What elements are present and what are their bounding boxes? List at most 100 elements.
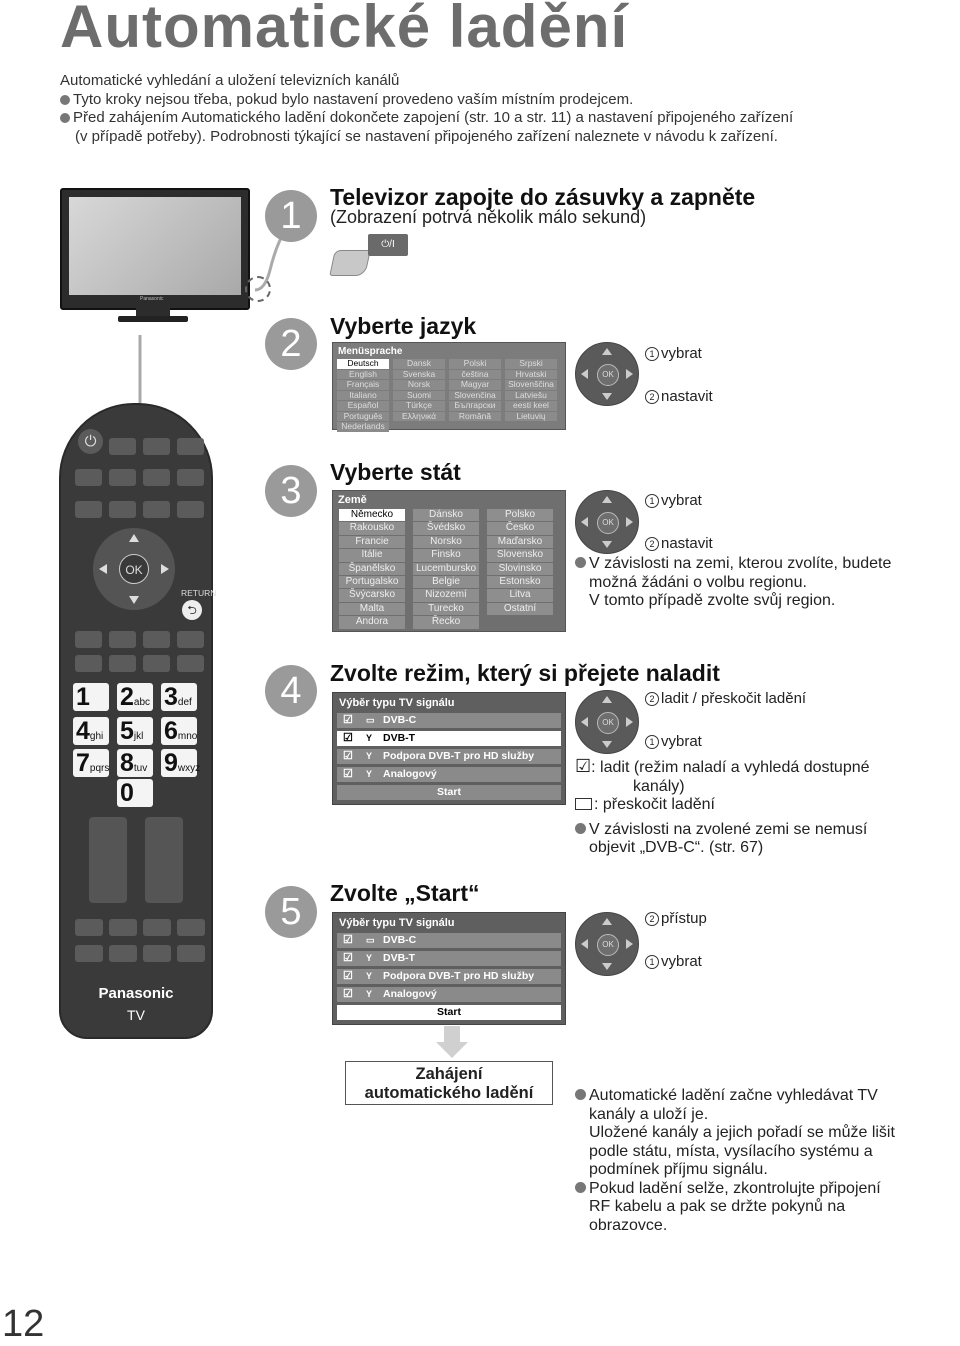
remote-btn[interactable] (143, 919, 171, 936)
country-option[interactable]: Německo (339, 509, 405, 522)
remote-btn[interactable] (75, 469, 102, 486)
language-option[interactable]: Hrvatski (505, 369, 557, 379)
country-option[interactable]: Česko (487, 522, 553, 535)
language-option[interactable]: Български (449, 400, 501, 411)
remote-btn[interactable] (109, 469, 136, 486)
country-option[interactable]: Polsko (487, 509, 553, 522)
country-option[interactable]: Slovensko (487, 549, 553, 562)
signal-start-button[interactable]: Start (337, 1005, 561, 1020)
language-option[interactable]: Magyar (449, 379, 501, 390)
num-key-9[interactable]: 9wxyz (161, 749, 200, 777)
remote-btn[interactable] (109, 655, 136, 672)
language-option[interactable]: čeština (449, 369, 501, 379)
remote-btn[interactable] (109, 919, 137, 936)
remote-btn[interactable] (143, 469, 170, 486)
remote-btn[interactable] (75, 631, 102, 648)
remote-rocker-right[interactable] (145, 817, 183, 903)
language-option[interactable]: Ελληνικά (393, 411, 445, 421)
remote-btn[interactable] (109, 438, 136, 455)
language-option[interactable]: Español (337, 400, 389, 411)
arrow-left-icon[interactable] (99, 564, 107, 574)
remote-btn[interactable] (177, 631, 204, 648)
language-option[interactable]: Italiano (337, 390, 389, 400)
remote-btn[interactable] (75, 655, 102, 672)
remote-btn[interactable] (177, 438, 204, 455)
remote-btn[interactable] (177, 655, 204, 672)
num-key-1[interactable]: 1 (73, 683, 109, 711)
remote-ok-button[interactable]: OK (119, 554, 149, 584)
num-key-0[interactable]: 0 (117, 779, 153, 807)
remote-btn[interactable] (75, 501, 102, 518)
language-option[interactable]: Norsk (393, 379, 445, 390)
num-key-3[interactable]: 3def (161, 683, 197, 711)
remote-btn[interactable] (143, 945, 171, 962)
remote-dpad[interactable]: OK (93, 528, 175, 610)
remote-btn[interactable] (75, 919, 103, 936)
remote-btn[interactable] (109, 501, 136, 518)
remote-btn[interactable] (143, 631, 170, 648)
country-option[interactable]: Estonsko (487, 575, 553, 589)
language-option[interactable]: Dansk (393, 358, 445, 369)
country-option[interactable]: Turecko (413, 602, 479, 616)
country-option[interactable]: Norsko (413, 535, 479, 549)
remote-btn[interactable] (177, 919, 205, 936)
num-key-6[interactable]: 6mno (161, 717, 197, 745)
remote-btn[interactable] (177, 501, 204, 518)
remote-btn[interactable] (177, 469, 204, 486)
num-key-8[interactable]: 8tuv (117, 749, 153, 777)
language-option[interactable]: English (337, 369, 389, 379)
country-option[interactable]: Španělsko (339, 562, 405, 575)
return-button[interactable]: ⮌ (182, 600, 202, 620)
country-option[interactable]: Dánsko (413, 509, 479, 522)
country-option[interactable]: Slovinsko (487, 562, 553, 575)
language-option[interactable]: Polski (449, 358, 501, 369)
signal-start-button[interactable]: Start (337, 785, 561, 800)
remote-btn[interactable] (143, 655, 170, 672)
country-option[interactable]: Itálie (339, 549, 405, 562)
remote-btn[interactable] (143, 501, 170, 518)
power-button[interactable]: ⏻ (78, 429, 103, 454)
country-option[interactable]: Ostatní (487, 602, 553, 616)
language-option[interactable]: Slovenščina (505, 379, 557, 390)
country-option[interactable]: Řecko (413, 616, 479, 629)
country-option[interactable]: Portugalsko (339, 575, 405, 589)
arrow-up-icon[interactable] (129, 534, 139, 542)
num-key-7[interactable]: 7pqrs (73, 749, 109, 777)
country-option[interactable]: Litva (487, 589, 553, 602)
country-option[interactable]: Lucembursko (413, 562, 479, 575)
num-key-2[interactable]: 2abc (117, 683, 153, 711)
country-option[interactable]: Rakousko (339, 522, 405, 535)
language-option[interactable]: Nederlands (337, 421, 389, 432)
language-option[interactable]: Français (337, 379, 389, 390)
signal-row-dvb-c[interactable]: ☑▭DVB-C (337, 933, 561, 948)
language-option[interactable]: Srpski (505, 358, 557, 369)
language-option[interactable]: Latviešu (505, 390, 557, 400)
language-option[interactable]: Deutsch (337, 358, 389, 369)
num-key-5[interactable]: 5jkl (117, 717, 153, 745)
remote-btn[interactable] (75, 945, 103, 962)
language-option[interactable]: Suomi (393, 390, 445, 400)
language-option[interactable]: Lietuvių (505, 411, 557, 421)
remote-btn[interactable] (109, 945, 137, 962)
country-option[interactable]: Švýcarsko (339, 589, 405, 602)
remote-btn[interactable] (177, 945, 205, 962)
country-option[interactable]: Francie (339, 535, 405, 549)
country-option[interactable]: Belgie (413, 575, 479, 589)
language-option[interactable]: eesti keel (505, 400, 557, 411)
remote-rocker-left[interactable] (89, 817, 127, 903)
remote-btn[interactable] (109, 631, 136, 648)
country-option[interactable]: Malta (339, 602, 405, 616)
language-option[interactable]: Slovenčina (449, 390, 501, 400)
country-option[interactable]: Nizozemí (413, 589, 479, 602)
arrow-right-icon[interactable] (161, 564, 169, 574)
num-key-4[interactable]: 4ghi (73, 717, 109, 745)
country-option[interactable]: Andora (339, 616, 405, 629)
language-option[interactable]: Türkçe (393, 400, 445, 411)
language-option[interactable]: Português (337, 411, 389, 421)
language-option[interactable]: Română (449, 411, 501, 421)
